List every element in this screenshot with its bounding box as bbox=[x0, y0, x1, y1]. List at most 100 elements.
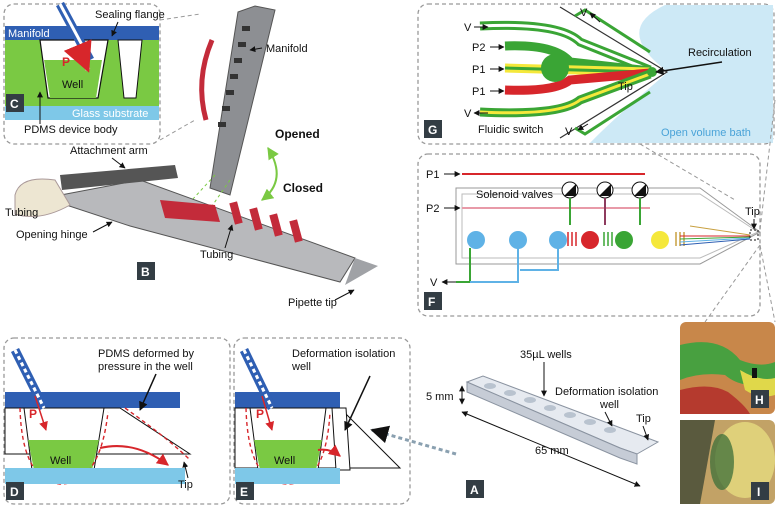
v-line-f-3 bbox=[520, 248, 559, 271]
pipe-core-d bbox=[13, 349, 46, 409]
tip-node bbox=[647, 67, 657, 77]
v-top-label: V bbox=[464, 22, 472, 34]
panel-c-tag-bg bbox=[6, 94, 24, 112]
bath-area bbox=[590, 5, 773, 143]
p-label-e: P bbox=[256, 407, 264, 421]
wells-label: 35µL wells bbox=[520, 349, 572, 361]
fluidic-switch-label: Fluidic switch bbox=[478, 124, 543, 136]
tubing-label-left: Tubing bbox=[5, 207, 38, 219]
panel-c-tag: C bbox=[10, 97, 19, 111]
panel-d-tag: D bbox=[10, 485, 19, 499]
pipe-core-e bbox=[242, 349, 274, 409]
tip-label-f: Tip bbox=[745, 206, 760, 218]
p1a-label: P1 bbox=[472, 64, 485, 76]
p-label-c: P bbox=[62, 55, 70, 69]
pipette-tip-label: Pipette tip bbox=[288, 297, 337, 309]
height-label: 5 mm bbox=[426, 391, 454, 403]
micrograph-h-tip bbox=[752, 368, 757, 378]
panel-d-frame bbox=[3, 337, 231, 505]
deform-outline-d-2 bbox=[124, 407, 191, 461]
fluidic-switch-node bbox=[541, 54, 569, 82]
panel-f-frame bbox=[417, 153, 761, 317]
deform-isolation-label-1: Deformation isolation bbox=[292, 348, 395, 360]
manifold-pointer bbox=[249, 46, 263, 53]
panel-d-tag-bg bbox=[6, 482, 24, 500]
panel-g: V V P2 P1 P1 V V Recirculation Tip Fluid… bbox=[417, 3, 775, 145]
opened-label: Opened bbox=[275, 127, 320, 141]
micrograph-i-green bbox=[710, 434, 734, 490]
isolation-label-1: Deformation isolation bbox=[555, 386, 658, 398]
tip-pointer-a bbox=[642, 425, 650, 441]
v-line-f-1 bbox=[456, 248, 471, 283]
panel-h-tag-bg bbox=[751, 390, 769, 408]
tip-pointer-d bbox=[182, 461, 189, 479]
pdms-deformed-label-1: PDMS deformed by bbox=[98, 348, 194, 360]
recirc-channel-top bbox=[574, 8, 651, 54]
panel-e: P Well Deformation isolation well E bbox=[233, 337, 411, 505]
bath-label: Open volume bath bbox=[661, 127, 751, 139]
deform-arrow-d bbox=[99, 445, 169, 466]
f-channels-to-tip bbox=[679, 225, 751, 246]
panel-g-frame bbox=[417, 3, 775, 145]
manifold-ports bbox=[218, 26, 250, 127]
v-bottom2-arrow bbox=[577, 123, 589, 131]
v-label-f: V bbox=[430, 277, 438, 289]
device-outline-f bbox=[455, 187, 761, 265]
panel-b-tag-bg bbox=[137, 262, 155, 280]
channel-p2 bbox=[504, 41, 651, 76]
attachment-arm-label: Attachment arm bbox=[70, 145, 148, 157]
pipette-tip-pointer bbox=[334, 289, 355, 301]
panel-g-tag-bg bbox=[424, 120, 442, 138]
tip-label-a: Tip bbox=[636, 413, 651, 425]
well-label-d: Well bbox=[50, 455, 71, 467]
panel-i-tag: I bbox=[757, 485, 760, 499]
panel-b: Manifold Opened Closed Attachment arm Tu… bbox=[5, 5, 378, 309]
glass-substrate bbox=[5, 106, 159, 120]
well-liquid-e bbox=[254, 440, 322, 470]
opening-hinge-label: Opening hinge bbox=[16, 229, 88, 241]
length-label: 65 mm bbox=[535, 445, 569, 457]
red-clip-top bbox=[199, 39, 215, 121]
tubing-label-mid: Tubing bbox=[200, 249, 233, 261]
connector-g-f bbox=[639, 143, 736, 201]
f-wells bbox=[467, 231, 669, 249]
panel-c: Manifold Sealing flange P Well Glass sub… bbox=[3, 1, 165, 145]
p2-label-g: P2 bbox=[472, 42, 485, 54]
isolation-label-2: well bbox=[599, 399, 619, 411]
panel-a-tag-bg bbox=[466, 480, 484, 498]
tip-outline bbox=[559, 6, 669, 139]
pdms-deformed-pointer bbox=[139, 373, 157, 411]
micrograph-i-dark bbox=[680, 420, 715, 504]
panel-f-tag: F bbox=[428, 295, 435, 309]
deform-isolation-label-2: well bbox=[291, 361, 311, 373]
device-body bbox=[43, 179, 356, 283]
red-clip-body bbox=[160, 200, 220, 222]
p2-label-f: P2 bbox=[426, 203, 439, 215]
connector-g-f-2 bbox=[759, 99, 776, 231]
panel-g-tag: G bbox=[428, 123, 437, 137]
micrograph-h-red bbox=[680, 386, 750, 414]
panel-f-tag-bg bbox=[424, 292, 442, 310]
pressure-arrow bbox=[63, 39, 92, 73]
well-liquid-d bbox=[28, 440, 99, 470]
p1-label-f: P1 bbox=[426, 169, 439, 181]
panel-e-tag-bg bbox=[236, 482, 254, 500]
length-dimension bbox=[461, 411, 641, 487]
tip-label-g: Tip bbox=[618, 81, 633, 93]
sealing-flange-label: Sealing flange bbox=[95, 9, 165, 21]
attachment-arm-pointer bbox=[111, 157, 126, 169]
channel-v-bottom-core bbox=[479, 72, 651, 115]
manifold-label-c: Manifold bbox=[8, 28, 50, 40]
hinge-pointer bbox=[92, 221, 113, 233]
channel-v-top-core bbox=[479, 23, 651, 72]
connector-f-h-2 bbox=[759, 244, 776, 323]
panel-d: P Well PDMS deformed by pressure in the … bbox=[3, 337, 231, 505]
panel-c-frame bbox=[3, 3, 161, 145]
pipette-tip-shape bbox=[345, 258, 378, 285]
sealing-flange-pointer bbox=[111, 21, 119, 37]
p1b-label: P1 bbox=[472, 86, 485, 98]
panel-b-tag: B bbox=[141, 265, 150, 279]
panel-i-tag-bg bbox=[751, 482, 769, 500]
well-label-e: Well bbox=[274, 455, 295, 467]
panel-h: H bbox=[680, 322, 775, 414]
